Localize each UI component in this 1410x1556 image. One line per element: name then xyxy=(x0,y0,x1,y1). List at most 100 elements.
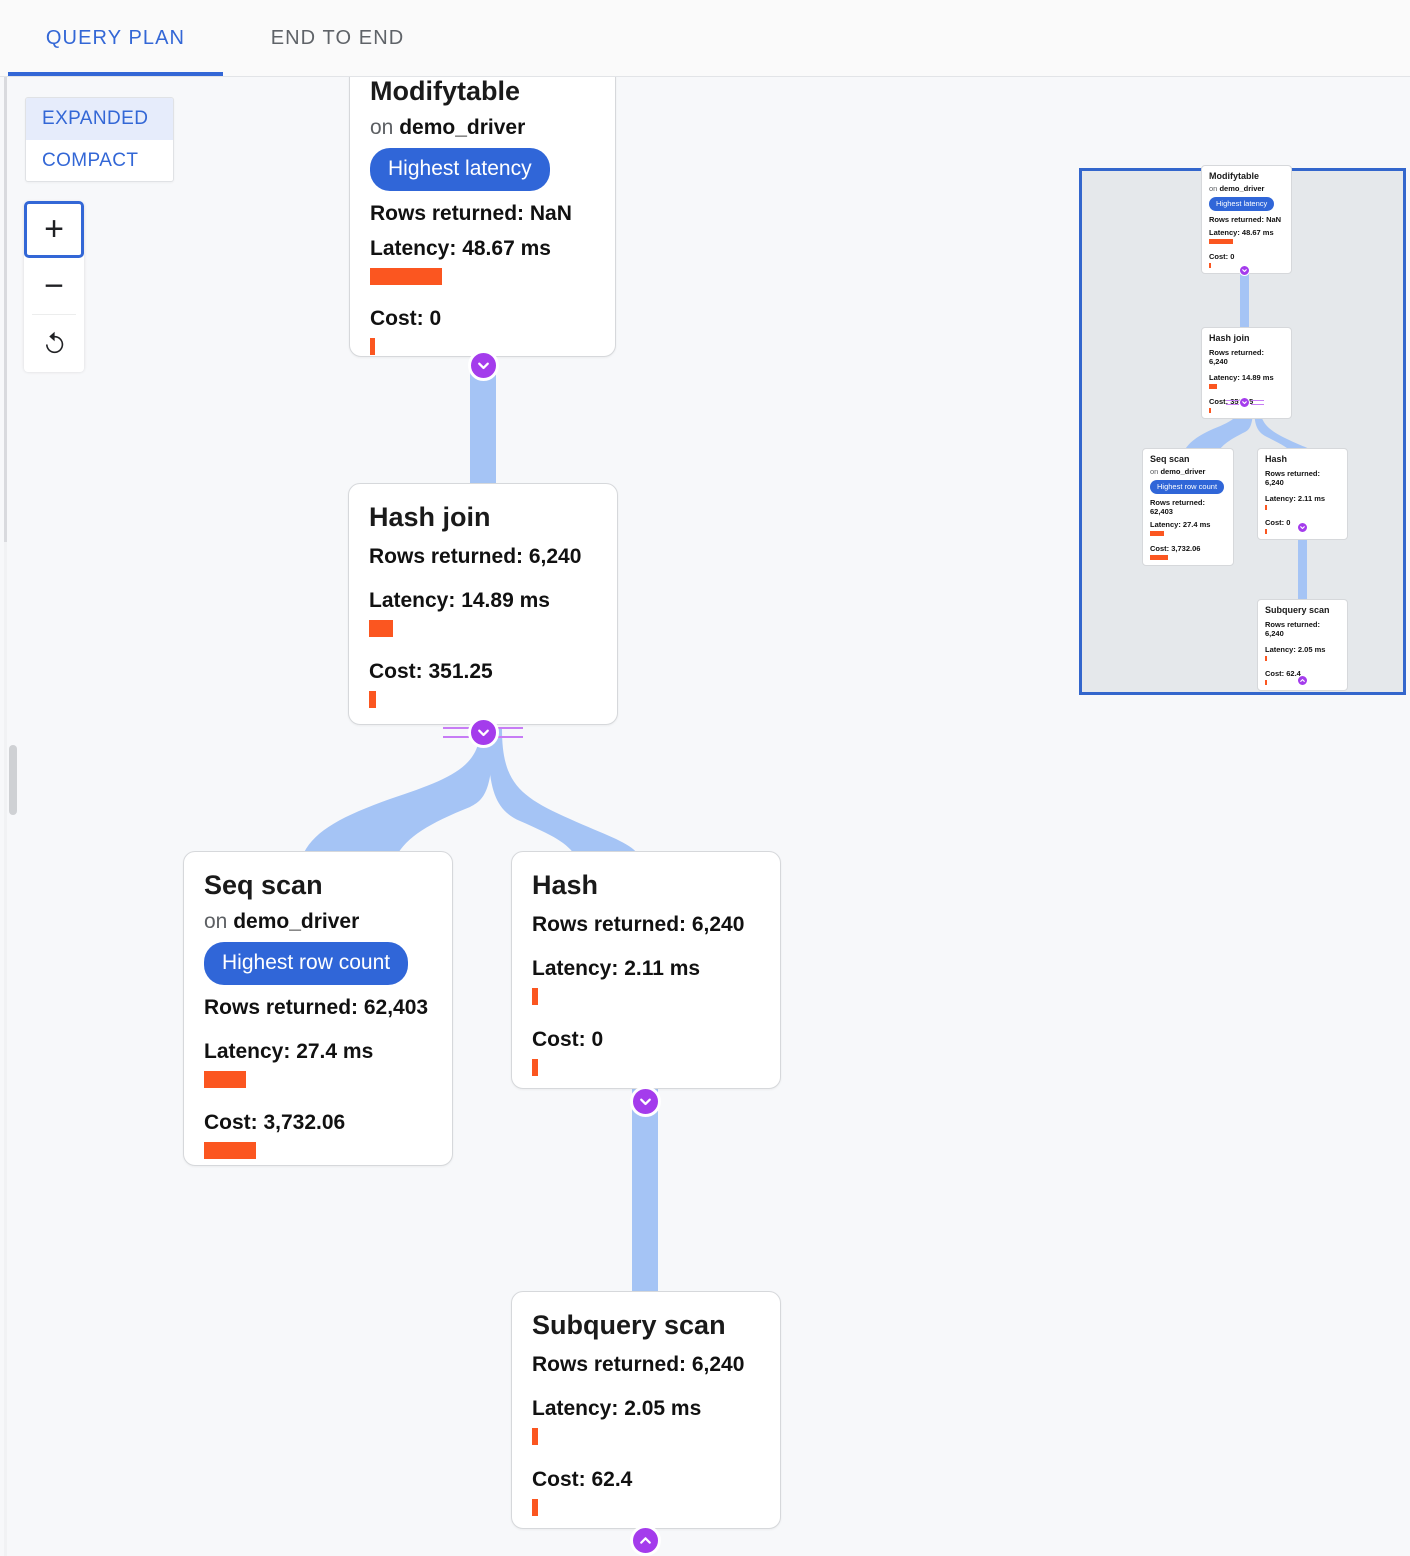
mm-node-rows-returned: Rows returned: 62,403 xyxy=(1150,498,1206,517)
mm-node-relation-name: demo_driver xyxy=(1219,183,1265,193)
edge-hashjoin-children xyxy=(302,729,640,857)
node-relation: on demo_driver xyxy=(204,910,432,934)
node-cost: Cost: 62.4 xyxy=(532,1467,633,1491)
node-latency-bar xyxy=(369,619,393,637)
mm-node-relation: on demo_driver xyxy=(1209,184,1284,193)
left-scrollbar-track[interactable] xyxy=(4,77,7,1556)
edge-hash-subqueryscan xyxy=(632,1087,658,1307)
node-rows-returned: Rows returned: NaN xyxy=(370,201,572,225)
node-cost: Cost: 0 xyxy=(370,306,442,330)
chevron-up-icon xyxy=(640,1537,651,1544)
chevron-down-icon xyxy=(1300,526,1305,530)
mm-toggle-modifytable[interactable] xyxy=(1239,265,1250,276)
left-scrollbar-thumb[interactable] xyxy=(4,77,7,542)
plan-node-hash[interactable]: Hash Rows returned: 6,240 Latency: 2.11 … xyxy=(511,851,781,1089)
toggle-hashjoin-line-right-top xyxy=(491,727,523,729)
mm-toggle-hashjoin-line-right-bottom xyxy=(1251,404,1264,405)
mm-node-latency-bar xyxy=(1209,383,1217,389)
zoom-in-button[interactable]: + xyxy=(24,201,84,258)
chevron-up-icon xyxy=(1300,679,1305,682)
node-cost-bar xyxy=(532,1058,538,1076)
toggle-hash-join-children[interactable] xyxy=(468,717,499,748)
mm-plan-node-subquery-scan[interactable]: Subquery scan Rows returned: 6,240 Laten… xyxy=(1257,599,1348,691)
mm-plan-node-modifytable[interactable]: Modifytable on demo_driver Highest laten… xyxy=(1201,165,1292,275)
tab-end-to-end[interactable]: END TO END xyxy=(239,0,436,76)
node-badge: Highest latency xyxy=(370,147,550,191)
node-latency-bar xyxy=(532,987,538,1005)
node-rows-returned: Rows returned: 62,403 xyxy=(204,995,429,1019)
view-mode-compact-label: COMPACT xyxy=(42,150,139,171)
reset-icon xyxy=(46,331,64,353)
mm-toggle-hashjoin-line-left-bottom xyxy=(1226,404,1239,405)
tab-end-to-end-label: END TO END xyxy=(270,26,405,49)
mm-plan-node-seq-scan[interactable]: Seq scan on demo_driver Highest row coun… xyxy=(1142,448,1234,567)
node-latency: Latency: 14.89 ms xyxy=(369,588,550,612)
mm-node-rows-returned: Rows returned: 6,240 xyxy=(1265,468,1321,487)
node-cost: Cost: 3,732.06 xyxy=(204,1110,346,1134)
mm-node-rows-returned: Rows returned: 6,240 xyxy=(1209,347,1265,366)
node-title: Hash xyxy=(532,870,599,900)
node-relation: on demo_driver xyxy=(370,116,595,140)
mm-node-relation-prefix: on xyxy=(1209,183,1220,193)
mm-node-cost: Cost: 0 xyxy=(1265,517,1291,527)
view-mode-compact[interactable]: COMPACT xyxy=(26,140,173,181)
mm-node-cost: Cost: 3,732.06 xyxy=(1150,544,1201,554)
minimap[interactable]: Modifytable on demo_driver Highest laten… xyxy=(1079,165,1406,695)
node-title: Subquery scan xyxy=(532,1310,726,1340)
mm-node-badge: Highest row count xyxy=(1150,479,1225,495)
zoom-out-button[interactable]: − xyxy=(24,258,84,315)
plan-node-hash-join[interactable]: Hash join Rows returned: 6,240 Latency: … xyxy=(348,483,618,725)
node-latency-bar xyxy=(370,267,442,285)
mm-toggle-hashjoin-line-right-top xyxy=(1251,400,1264,401)
node-rows-returned: Rows returned: 6,240 xyxy=(369,544,582,568)
mm-toggle-subquery-scan[interactable] xyxy=(1297,675,1308,686)
chevron-down-icon xyxy=(1242,269,1247,273)
node-latency-bar xyxy=(204,1070,246,1088)
chevron-down-icon xyxy=(478,729,489,737)
plus-icon: + xyxy=(44,210,64,248)
mm-node-latency: Latency: 27.4 ms xyxy=(1150,520,1211,530)
node-cost-bar xyxy=(532,1498,538,1516)
zoom-reset-button[interactable] xyxy=(24,315,84,372)
plan-node-seq-scan[interactable]: Seq scan on demo_driver Highest row coun… xyxy=(183,851,453,1166)
toggle-subquery-scan-collapse[interactable] xyxy=(630,1525,661,1556)
zoom-controls: + − xyxy=(24,201,84,372)
mm-node-rows-returned: Rows returned: NaN xyxy=(1209,215,1282,225)
mm-node-latency-bar xyxy=(1265,655,1267,661)
mm-node-cost: Cost: 351.25 xyxy=(1209,396,1254,406)
mm-node-relation: on demo_driver xyxy=(1150,467,1226,476)
mm-node-title: Hash join xyxy=(1209,333,1250,343)
mm-edge-hashjoin-children xyxy=(1183,399,1317,454)
node-cost-bar xyxy=(369,690,376,708)
node-latency: Latency: 48.67 ms xyxy=(370,236,551,260)
plan-node-modifytable[interactable]: Modifytable on demo_driver Highest laten… xyxy=(349,77,616,357)
mm-node-title: Hash xyxy=(1265,454,1288,464)
node-cost: Cost: 351.25 xyxy=(369,659,493,683)
query-plan-canvas[interactable]: EXPANDED COMPACT + − Modifytable on demo… xyxy=(0,77,1410,1556)
node-relation-name: demo_driver xyxy=(399,115,526,139)
mm-node-relation-prefix: on xyxy=(1150,466,1161,476)
panel-resize-handle[interactable] xyxy=(9,745,17,815)
mm-node-rows-returned: Rows returned: 6,240 xyxy=(1265,619,1321,638)
node-relation-prefix: on xyxy=(370,115,400,139)
node-badge: Highest row count xyxy=(204,941,409,985)
tab-query-plan[interactable]: QUERY PLAN xyxy=(8,0,223,76)
mm-node-cost-bar xyxy=(1265,528,1267,534)
view-mode-expanded[interactable]: EXPANDED xyxy=(26,98,173,140)
node-cost-bar xyxy=(370,337,375,355)
mm-node-title: Subquery scan xyxy=(1265,605,1330,615)
node-rows-returned: Rows returned: 6,240 xyxy=(532,1352,745,1376)
minus-icon: − xyxy=(44,267,64,305)
minimap-content: Modifytable on demo_driver Highest laten… xyxy=(1082,165,1403,692)
node-rows-returned: Rows returned: 6,240 xyxy=(532,912,745,936)
mm-toggle-hash[interactable] xyxy=(1297,522,1308,533)
tab-query-plan-label: QUERY PLAN xyxy=(45,26,186,49)
plan-node-subquery-scan[interactable]: Subquery scan Rows returned: 6,240 Laten… xyxy=(511,1291,781,1529)
mm-toggle-hash-join[interactable] xyxy=(1239,397,1250,408)
toggle-hash-children[interactable] xyxy=(630,1086,661,1117)
toggle-modifytable-children[interactable] xyxy=(468,350,499,381)
mm-node-latency: Latency: 2.11 ms xyxy=(1265,493,1326,503)
mm-edge-hash-subqueryscan xyxy=(1298,526,1307,606)
view-mode-switch: EXPANDED COMPACT xyxy=(25,97,174,182)
node-latency: Latency: 2.05 ms xyxy=(532,1396,702,1420)
